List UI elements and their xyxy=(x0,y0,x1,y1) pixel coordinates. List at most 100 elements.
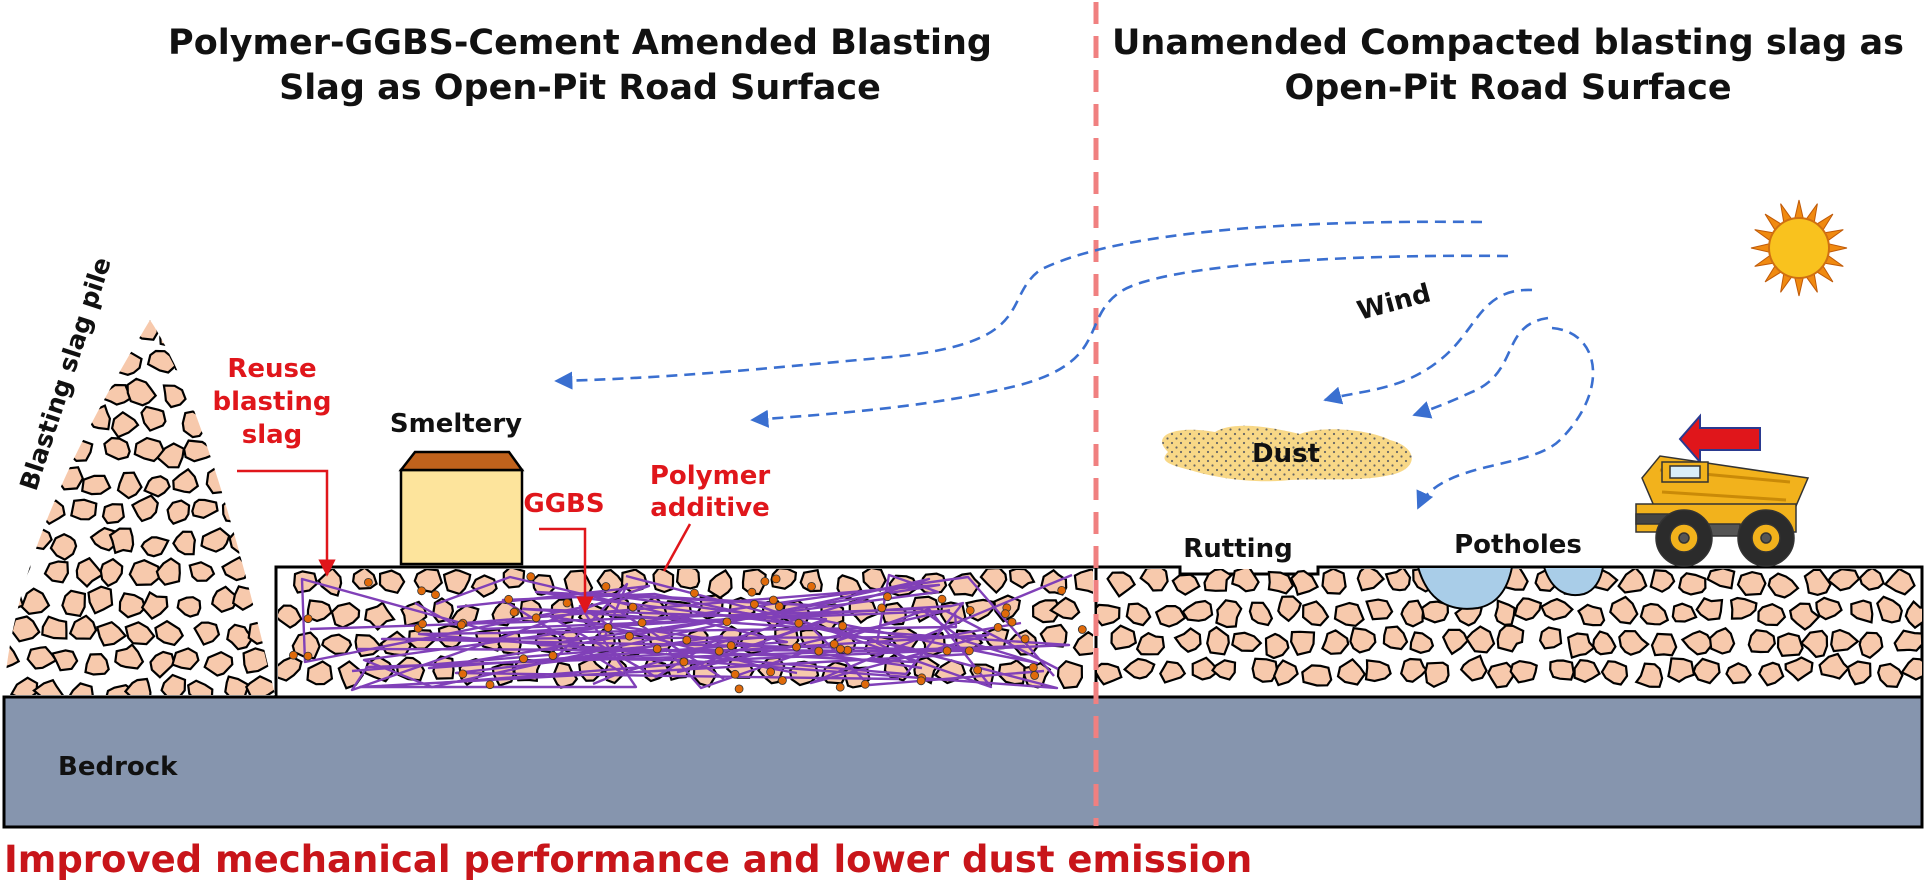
ggbs-particle xyxy=(363,578,373,587)
ggbs-particle xyxy=(637,618,647,628)
ggbs-particle xyxy=(562,598,572,608)
slag-rock xyxy=(1776,632,1804,657)
slag-rock xyxy=(162,384,187,409)
slag-rock xyxy=(13,375,45,403)
slag-rock xyxy=(1031,599,1062,624)
conclusion-text: Improved mechanical performance and lowe… xyxy=(4,838,1252,881)
slag-rock xyxy=(1692,657,1721,685)
ggbs-particle xyxy=(531,613,541,623)
slag-rock xyxy=(1289,569,1320,596)
slag-rock xyxy=(205,465,234,495)
slag-rock xyxy=(1677,572,1707,596)
slag-rock xyxy=(101,503,125,525)
slag-rock xyxy=(1788,602,1821,631)
slag-rock xyxy=(4,408,18,435)
ggbs-particle xyxy=(814,646,824,656)
ggbs-particle xyxy=(774,602,784,611)
reuse-label-line2: blasting xyxy=(212,387,331,417)
slag-rock xyxy=(1384,569,1412,592)
slag-rock xyxy=(1321,569,1347,595)
ggbs-particle xyxy=(418,619,427,629)
slag-rock xyxy=(1097,603,1121,627)
slag-rock xyxy=(118,592,147,619)
rutting-label: Rutting xyxy=(1183,534,1292,564)
slag-rock xyxy=(1747,629,1776,654)
bedrock-layer xyxy=(2,695,1924,829)
slag-rock xyxy=(1799,629,1829,659)
slag-rock xyxy=(1301,664,1333,687)
slag-rock xyxy=(99,557,124,588)
ggbs-particle xyxy=(993,623,1003,632)
slag-rock xyxy=(1231,631,1263,653)
slag-rock xyxy=(1600,660,1629,686)
ggbs-label: GGBS xyxy=(523,489,604,519)
slag-rock xyxy=(116,471,143,500)
ggbs-particle xyxy=(1030,671,1039,680)
slag-rock xyxy=(218,320,252,340)
slag-rock xyxy=(1465,625,1496,654)
slag-rock xyxy=(75,556,105,588)
slag-rock xyxy=(87,585,114,615)
slag-rock xyxy=(1876,595,1903,624)
slag-rock xyxy=(41,615,68,640)
ggbs-particle xyxy=(548,651,558,660)
ggbs-particle xyxy=(792,642,801,652)
slag-rock xyxy=(1333,601,1365,628)
ggbs-particles xyxy=(288,572,1087,694)
slag-rock xyxy=(231,585,261,611)
ggbs-particle xyxy=(730,669,740,679)
ggbs-particle xyxy=(431,590,440,600)
slag-rock xyxy=(1382,625,1409,651)
slag-rock xyxy=(1725,662,1752,685)
ggbs-particle xyxy=(726,641,736,650)
slag-rock xyxy=(203,650,234,677)
slag-rock xyxy=(1231,569,1260,593)
slag-rock xyxy=(1356,569,1386,592)
polymer-strand xyxy=(549,582,923,679)
slag-rock xyxy=(278,604,303,629)
slag-rock xyxy=(226,623,254,651)
ggbs-particle xyxy=(965,606,975,615)
ggbs-particle xyxy=(778,676,787,685)
left-title-line1: Polymer-GGBS-Cement Amended Blasting xyxy=(168,23,992,63)
slag-rock xyxy=(1549,659,1575,681)
wind-arrow-3 xyxy=(1323,288,1533,405)
slag-rock xyxy=(32,678,65,695)
slag-rock xyxy=(363,601,396,631)
ggbs-particle xyxy=(601,582,611,591)
ggbs-particle xyxy=(838,621,847,631)
slag-rock xyxy=(1409,631,1435,654)
slag-rock xyxy=(1513,597,1543,621)
ggbs-particle xyxy=(458,669,468,679)
ggbs-particle xyxy=(937,594,947,604)
slag-rock xyxy=(4,526,21,554)
slag-rock xyxy=(1097,662,1123,686)
slag-rock xyxy=(1301,600,1330,627)
slag-rock xyxy=(1900,657,1922,681)
slag-rock xyxy=(103,436,131,461)
slag-rock xyxy=(1400,599,1425,628)
slag-rock xyxy=(130,494,159,523)
polymer-strand xyxy=(417,601,965,676)
slag-rock xyxy=(321,633,353,655)
right-title-line1: Unamended Compacted blasting slag as xyxy=(1112,23,1904,63)
wind-arrow-5 xyxy=(1416,326,1595,510)
slag-rock xyxy=(1904,600,1922,630)
slag-rock xyxy=(1211,659,1237,681)
ggbs-particle xyxy=(682,635,692,645)
ggbs-particle xyxy=(769,595,778,605)
slag-rock xyxy=(1173,627,1202,653)
slag-rock xyxy=(154,619,185,647)
reuse-label-line1: Reuse xyxy=(227,354,316,384)
ggbs-particle xyxy=(504,594,514,604)
ggbs-particle xyxy=(1028,663,1038,672)
slag-rock xyxy=(1073,569,1093,594)
slag-rock xyxy=(1617,569,1648,594)
slag-rock xyxy=(176,596,202,618)
slag-rock xyxy=(413,569,444,594)
slag-rock xyxy=(181,410,208,439)
slag-rock xyxy=(6,554,31,580)
slag-rock xyxy=(172,530,197,556)
wind-label: Wind xyxy=(1354,278,1434,326)
